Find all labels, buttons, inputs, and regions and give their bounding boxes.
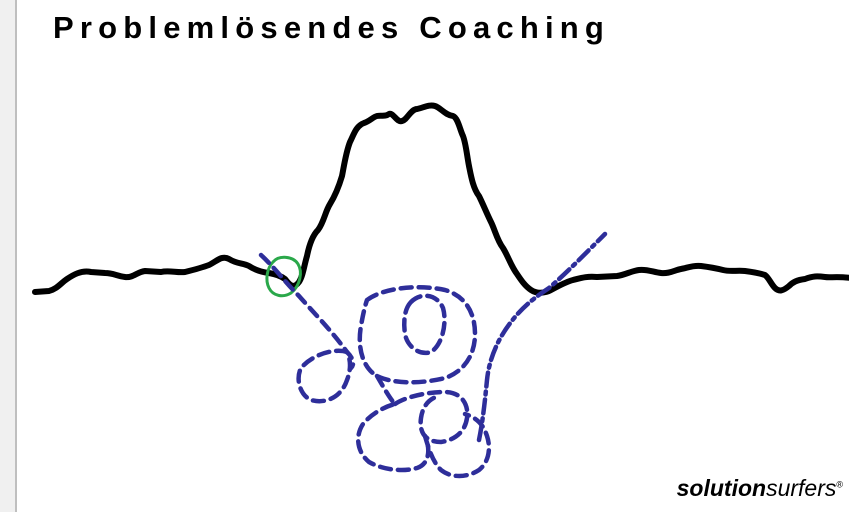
slide-title: Problemlösendes Coaching (53, 10, 611, 45)
solutionsurfers-logo: solutionsurfers® (677, 475, 843, 502)
logo-registered-mark: ® (836, 479, 843, 490)
logo-part-solution: solution (676, 475, 767, 501)
coaching-diagram (32, 102, 849, 479)
problem-path (258, 231, 608, 479)
mountain-line (32, 102, 849, 296)
slide: Problemlösendes Coaching solutionsurfers… (15, 0, 849, 512)
start-circle (265, 255, 302, 298)
logo-part-surfers: surfers (766, 475, 837, 501)
